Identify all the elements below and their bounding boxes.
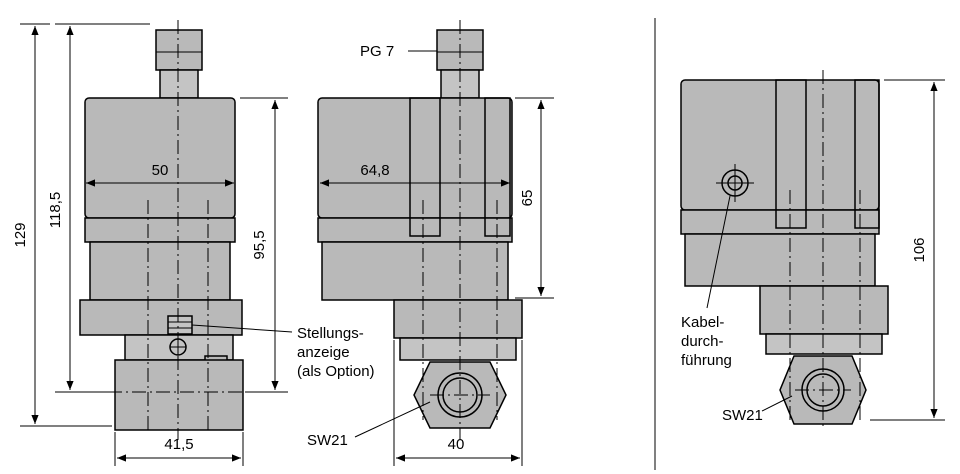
dimension-118-5: 118,5	[47, 192, 64, 228]
valve-body-left	[114, 359, 244, 431]
dimension-50: 50	[152, 162, 169, 179]
label-kabel-1: Kabel-	[681, 314, 724, 331]
label-sw21-middle: SW21	[307, 432, 348, 449]
dimension-65: 65	[519, 190, 536, 207]
label-sw21-right: SW21	[722, 407, 763, 424]
label-kabel-2: durch-	[681, 333, 724, 350]
left-front-view	[60, 20, 260, 440]
right-side-view	[680, 70, 889, 430]
label-stellungsanzeige-1: Stellungs-	[297, 325, 364, 342]
label-pg7: PG 7	[360, 43, 394, 60]
actuator-housing-middle	[317, 97, 513, 219]
position-indicator	[167, 315, 193, 335]
actuator-housing-right	[680, 79, 880, 211]
actuator-housing-left	[84, 97, 236, 219]
middle-side-view	[317, 20, 523, 440]
dimension-40: 40	[448, 436, 465, 453]
leader-cable-entry	[706, 195, 731, 309]
dimension-64-8: 64,8	[360, 162, 389, 179]
dimension-41-5: 41,5	[164, 436, 193, 453]
dimension-129: 129	[12, 222, 29, 247]
dimension-106: 106	[911, 237, 928, 262]
cable-gland-left	[155, 29, 203, 71]
label-stellungsanzeige-2: anzeige	[297, 344, 350, 361]
flange-left	[79, 299, 243, 336]
label-kabel-3: führung	[681, 352, 732, 369]
label-stellungsanzeige-3: (als Option)	[297, 363, 375, 380]
flange-middle	[393, 299, 523, 339]
leader-position-indicator	[191, 324, 293, 333]
dimension-95-5: 95,5	[251, 230, 268, 259]
flange-right	[759, 285, 889, 335]
